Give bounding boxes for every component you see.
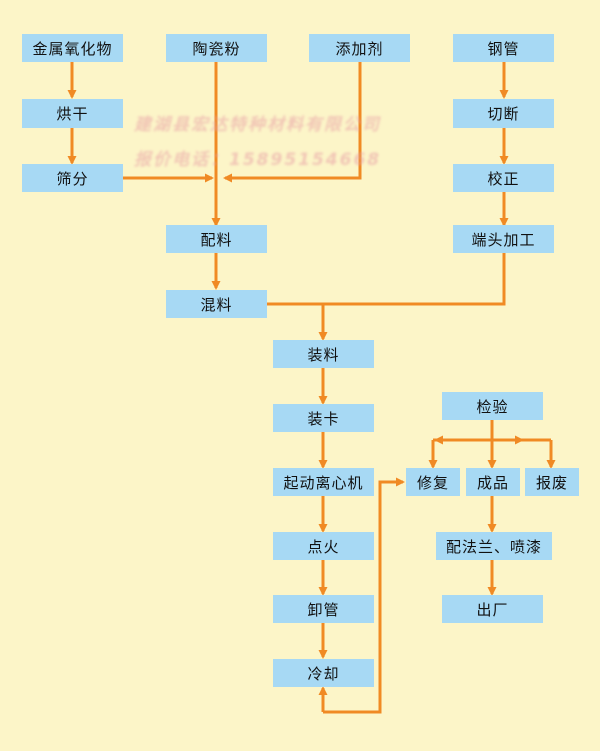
box-ceramic-powder: 陶瓷粉 [166,34,267,62]
box-end-machining: 端头加工 [453,225,554,253]
box-cutting: 切断 [453,99,554,128]
arrow-cooling-loop-up [323,477,405,714]
arrow-additive-to-merge [223,62,362,183]
box-loading: 装料 [273,340,374,368]
box-clamping: 装卡 [273,404,374,432]
box-unload-pipe: 卸管 [273,595,374,623]
watermark-phone: 报价电话：15895154668 [134,150,382,170]
arrow-end-to-merge [266,253,506,306]
box-finished-product: 成品 [466,468,520,496]
box-additive: 添加剂 [309,34,410,62]
box-leave-factory: 出厂 [442,595,543,623]
box-inspection: 检验 [442,392,543,420]
box-sieving: 筛分 [22,164,123,192]
box-scrap: 报废 [525,468,579,496]
box-cooling: 冷却 [273,659,374,687]
box-ignition: 点火 [273,532,374,560]
box-proportioning: 配料 [166,225,267,253]
box-flange-spray: 配法兰、喷漆 [436,532,552,560]
watermark-company: 建湖县宏达特种材料有限公司 [134,115,381,135]
box-drying: 烘干 [22,99,123,128]
box-mixing: 混料 [166,290,267,318]
box-metal-oxide: 金属氧化物 [22,34,123,62]
box-steel-pipe: 钢管 [453,34,554,62]
box-repair: 修复 [406,468,460,496]
box-straightening: 校正 [453,164,554,192]
box-start-centrifuge: 起动离心机 [273,468,374,496]
